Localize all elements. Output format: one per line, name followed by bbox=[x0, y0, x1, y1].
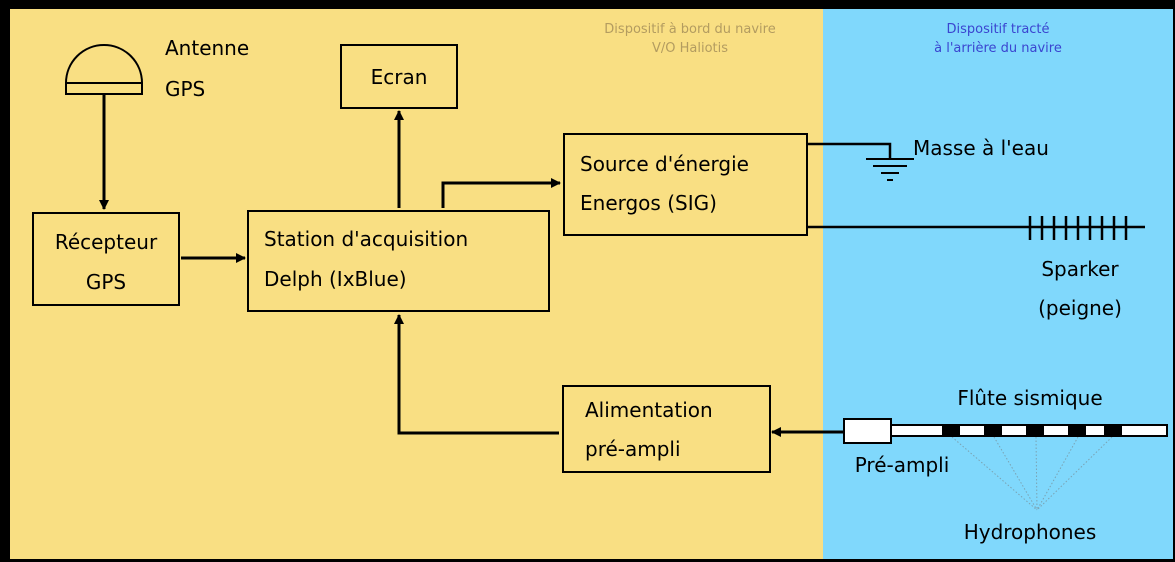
ship-zone-label-line1: Dispositif à bord du navire bbox=[604, 22, 775, 37]
preamp-label: Pré-ampli bbox=[855, 453, 950, 477]
preamp-power-label-line2: pré-ampli bbox=[585, 437, 681, 461]
streamer-label: Flûte sismique bbox=[957, 386, 1102, 410]
acquisition-station-label-line2: Delph (IxBlue) bbox=[264, 267, 407, 291]
ship-zone-label-line2: V/O Haliotis bbox=[652, 41, 728, 56]
hydrophone-5 bbox=[1104, 425, 1122, 436]
hydrophone-4 bbox=[1068, 425, 1086, 436]
hydrophone-2 bbox=[984, 425, 1002, 436]
gps-receiver-label-line2: GPS bbox=[86, 270, 126, 294]
preamp-module bbox=[843, 418, 892, 444]
towed-zone-background bbox=[823, 9, 1173, 559]
antenna-label-line2: GPS bbox=[165, 77, 205, 101]
seismic-streamer bbox=[843, 418, 1168, 444]
hydrophone-3 bbox=[1026, 425, 1044, 436]
ground-cable bbox=[807, 142, 892, 158]
station-to-source-arrow bbox=[441, 178, 561, 208]
sparker-label-line2: (peigne) bbox=[1038, 296, 1122, 320]
energy-source-label-line2: Energos (SIG) bbox=[580, 191, 717, 215]
sparker-label-line1: Sparker bbox=[1041, 257, 1119, 281]
hydrophone-1 bbox=[942, 425, 960, 436]
preamp-power-label-line1: Alimentation bbox=[585, 398, 713, 422]
comb-electrode-icon bbox=[1028, 216, 1145, 240]
hydrophone-leader-lines bbox=[951, 436, 1113, 511]
gps-receiver-label-line1: Récepteur bbox=[55, 230, 158, 254]
screen-box-label: Ecran bbox=[371, 65, 428, 89]
antenna-label-line1: Antenne bbox=[165, 36, 249, 60]
towed-zone-label-line2: à l'arrière du navire bbox=[934, 41, 1062, 56]
energy-source-box: Source d'énergie Energos (SIG) bbox=[563, 133, 808, 236]
preamp-power-to-station-arrow bbox=[394, 314, 559, 435]
gps-receiver-box: Récepteur GPS bbox=[32, 212, 180, 306]
towed-zone-label-line1: Dispositif tracté bbox=[946, 22, 1049, 37]
ground-symbol-icon bbox=[866, 158, 914, 181]
hydrophones-label: Hydrophones bbox=[964, 520, 1097, 544]
acquisition-station-label-line1: Station d'acquisition bbox=[264, 227, 468, 251]
acquisition-station-box: Station d'acquisition Delph (IxBlue) bbox=[247, 210, 550, 312]
connectors bbox=[99, 94, 843, 437]
preamp-power-box: Alimentation pré-ampli bbox=[562, 385, 771, 473]
water-ground-label: Masse à l'eau bbox=[913, 136, 1049, 160]
energy-source-label-line1: Source d'énergie bbox=[580, 152, 749, 176]
ship-zone-background bbox=[10, 9, 823, 559]
screen-box: Ecran bbox=[340, 44, 458, 109]
